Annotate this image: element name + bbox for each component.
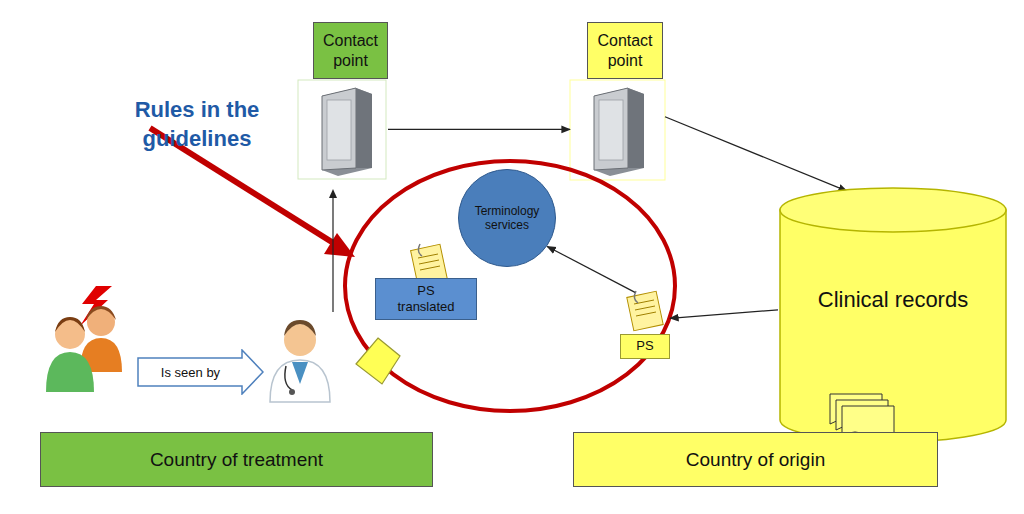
server-icon: [594, 88, 644, 176]
diamond-shape: [356, 338, 400, 384]
node-text: Clinical records: [818, 287, 968, 313]
node-text: Country of treatment: [150, 449, 323, 471]
server-frame: [570, 80, 665, 180]
country-band: Country of treatment: [40, 432, 433, 487]
callout-text: Rules in the guidelines: [112, 96, 282, 153]
node-text: Terminology services: [469, 204, 545, 233]
label-box: PS translated: [375, 278, 477, 320]
flow-arrow: [665, 117, 847, 191]
relation-arrow: Is seen by: [137, 349, 264, 395]
node-text: PS: [636, 338, 653, 354]
doctor-icon: [270, 320, 330, 402]
country-band: Country of origin: [573, 432, 938, 487]
server-frame: [298, 80, 386, 179]
flow-arrow: [670, 310, 778, 318]
node-text: Country of origin: [686, 449, 825, 471]
clinical-records-db: Clinical records: [778, 186, 1008, 444]
server-icon: [322, 88, 372, 176]
contact-point: Contact point: [298, 22, 388, 180]
highlight-ellipse: [345, 161, 675, 411]
node-text: Contact point: [592, 31, 658, 71]
cylinder-outline: [778, 186, 1008, 444]
label-box: PS: [620, 334, 670, 359]
document-icon: [627, 291, 663, 331]
node-text: Is seen by: [161, 365, 220, 380]
terminology-service: Terminology services: [458, 169, 556, 267]
node-text: PS translated: [397, 283, 454, 316]
request-arrow: [329, 189, 337, 312]
patient-summary: PS: [620, 285, 670, 359]
contact-point: Contact point: [570, 22, 665, 180]
header-box: Contact point: [587, 22, 663, 79]
node-text: Contact point: [318, 31, 383, 71]
translated-summary: PS translated: [375, 242, 477, 320]
flow-arrow: [388, 129, 570, 130]
header-box: Contact point: [313, 22, 388, 79]
flow-arrow: [547, 246, 635, 292]
patients-icon: [46, 306, 122, 392]
